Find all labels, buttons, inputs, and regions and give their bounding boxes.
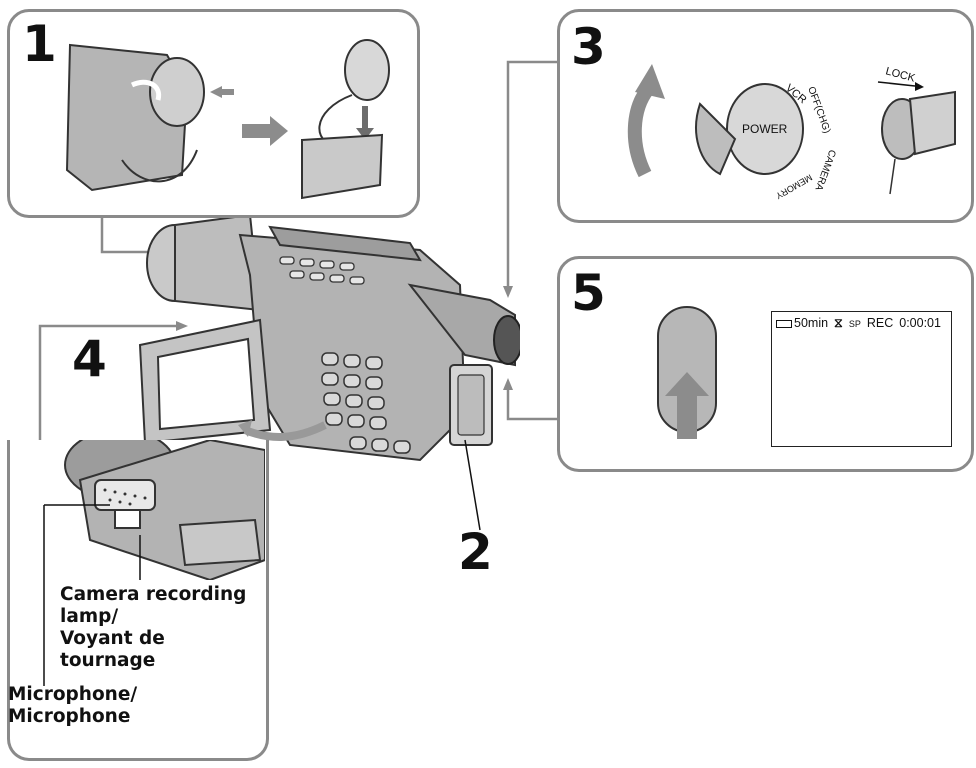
viewfinder-display: 50min ⧖ SP REC 0:00:01 <box>771 311 952 447</box>
microphone-callout: Microphone/ Microphone <box>8 684 137 728</box>
recording-lamp-line-4: tournage <box>60 650 156 671</box>
tape-icon: ⧖ <box>834 316 843 330</box>
step1-panel <box>7 9 420 218</box>
camcorder-illustration <box>138 215 520 462</box>
camera-front-illustration <box>64 440 265 580</box>
viewfinder-status-line: 50min ⧖ SP REC 0:00:01 <box>776 316 947 331</box>
recording-lamp-line-2: lamp/ <box>60 606 119 627</box>
battery-remaining: 50min <box>794 316 829 330</box>
microphone-line-2: Microphone <box>8 706 131 727</box>
power-switch-illustration: POWER VCR OFF(CHG) CAMERA MEMORY LOCK <box>627 64 956 201</box>
step-number-3: 3 <box>571 18 606 76</box>
recording-lamp-line-3: Voyant de <box>60 628 165 649</box>
step-number-4: 4 <box>72 330 107 388</box>
step5-panel: 50min ⧖ SP REC 0:00:01 <box>557 256 974 472</box>
recording-lamp-line-1: Camera recording <box>60 584 247 605</box>
start-stop-button-illustration <box>657 306 717 439</box>
recording-lamp-callout: Camera recording lamp/ Voyant de tournag… <box>60 584 246 672</box>
power-label: POWER <box>742 122 788 136</box>
battery-icon <box>776 319 792 328</box>
step3-panel: POWER VCR OFF(CHG) CAMERA MEMORY LOCK <box>557 9 974 223</box>
step-number-2: 2 <box>458 523 493 581</box>
step4-panel <box>7 440 269 761</box>
microphone-line-1: Microphone/ <box>8 684 138 705</box>
rec-status: REC <box>866 316 894 330</box>
step-number-1: 1 <box>22 15 57 73</box>
time-counter: 0:00:01 <box>899 316 941 330</box>
lens-cap-illustration <box>65 39 390 200</box>
tape-mode: SP <box>848 319 861 329</box>
step-number-5: 5 <box>571 264 606 322</box>
